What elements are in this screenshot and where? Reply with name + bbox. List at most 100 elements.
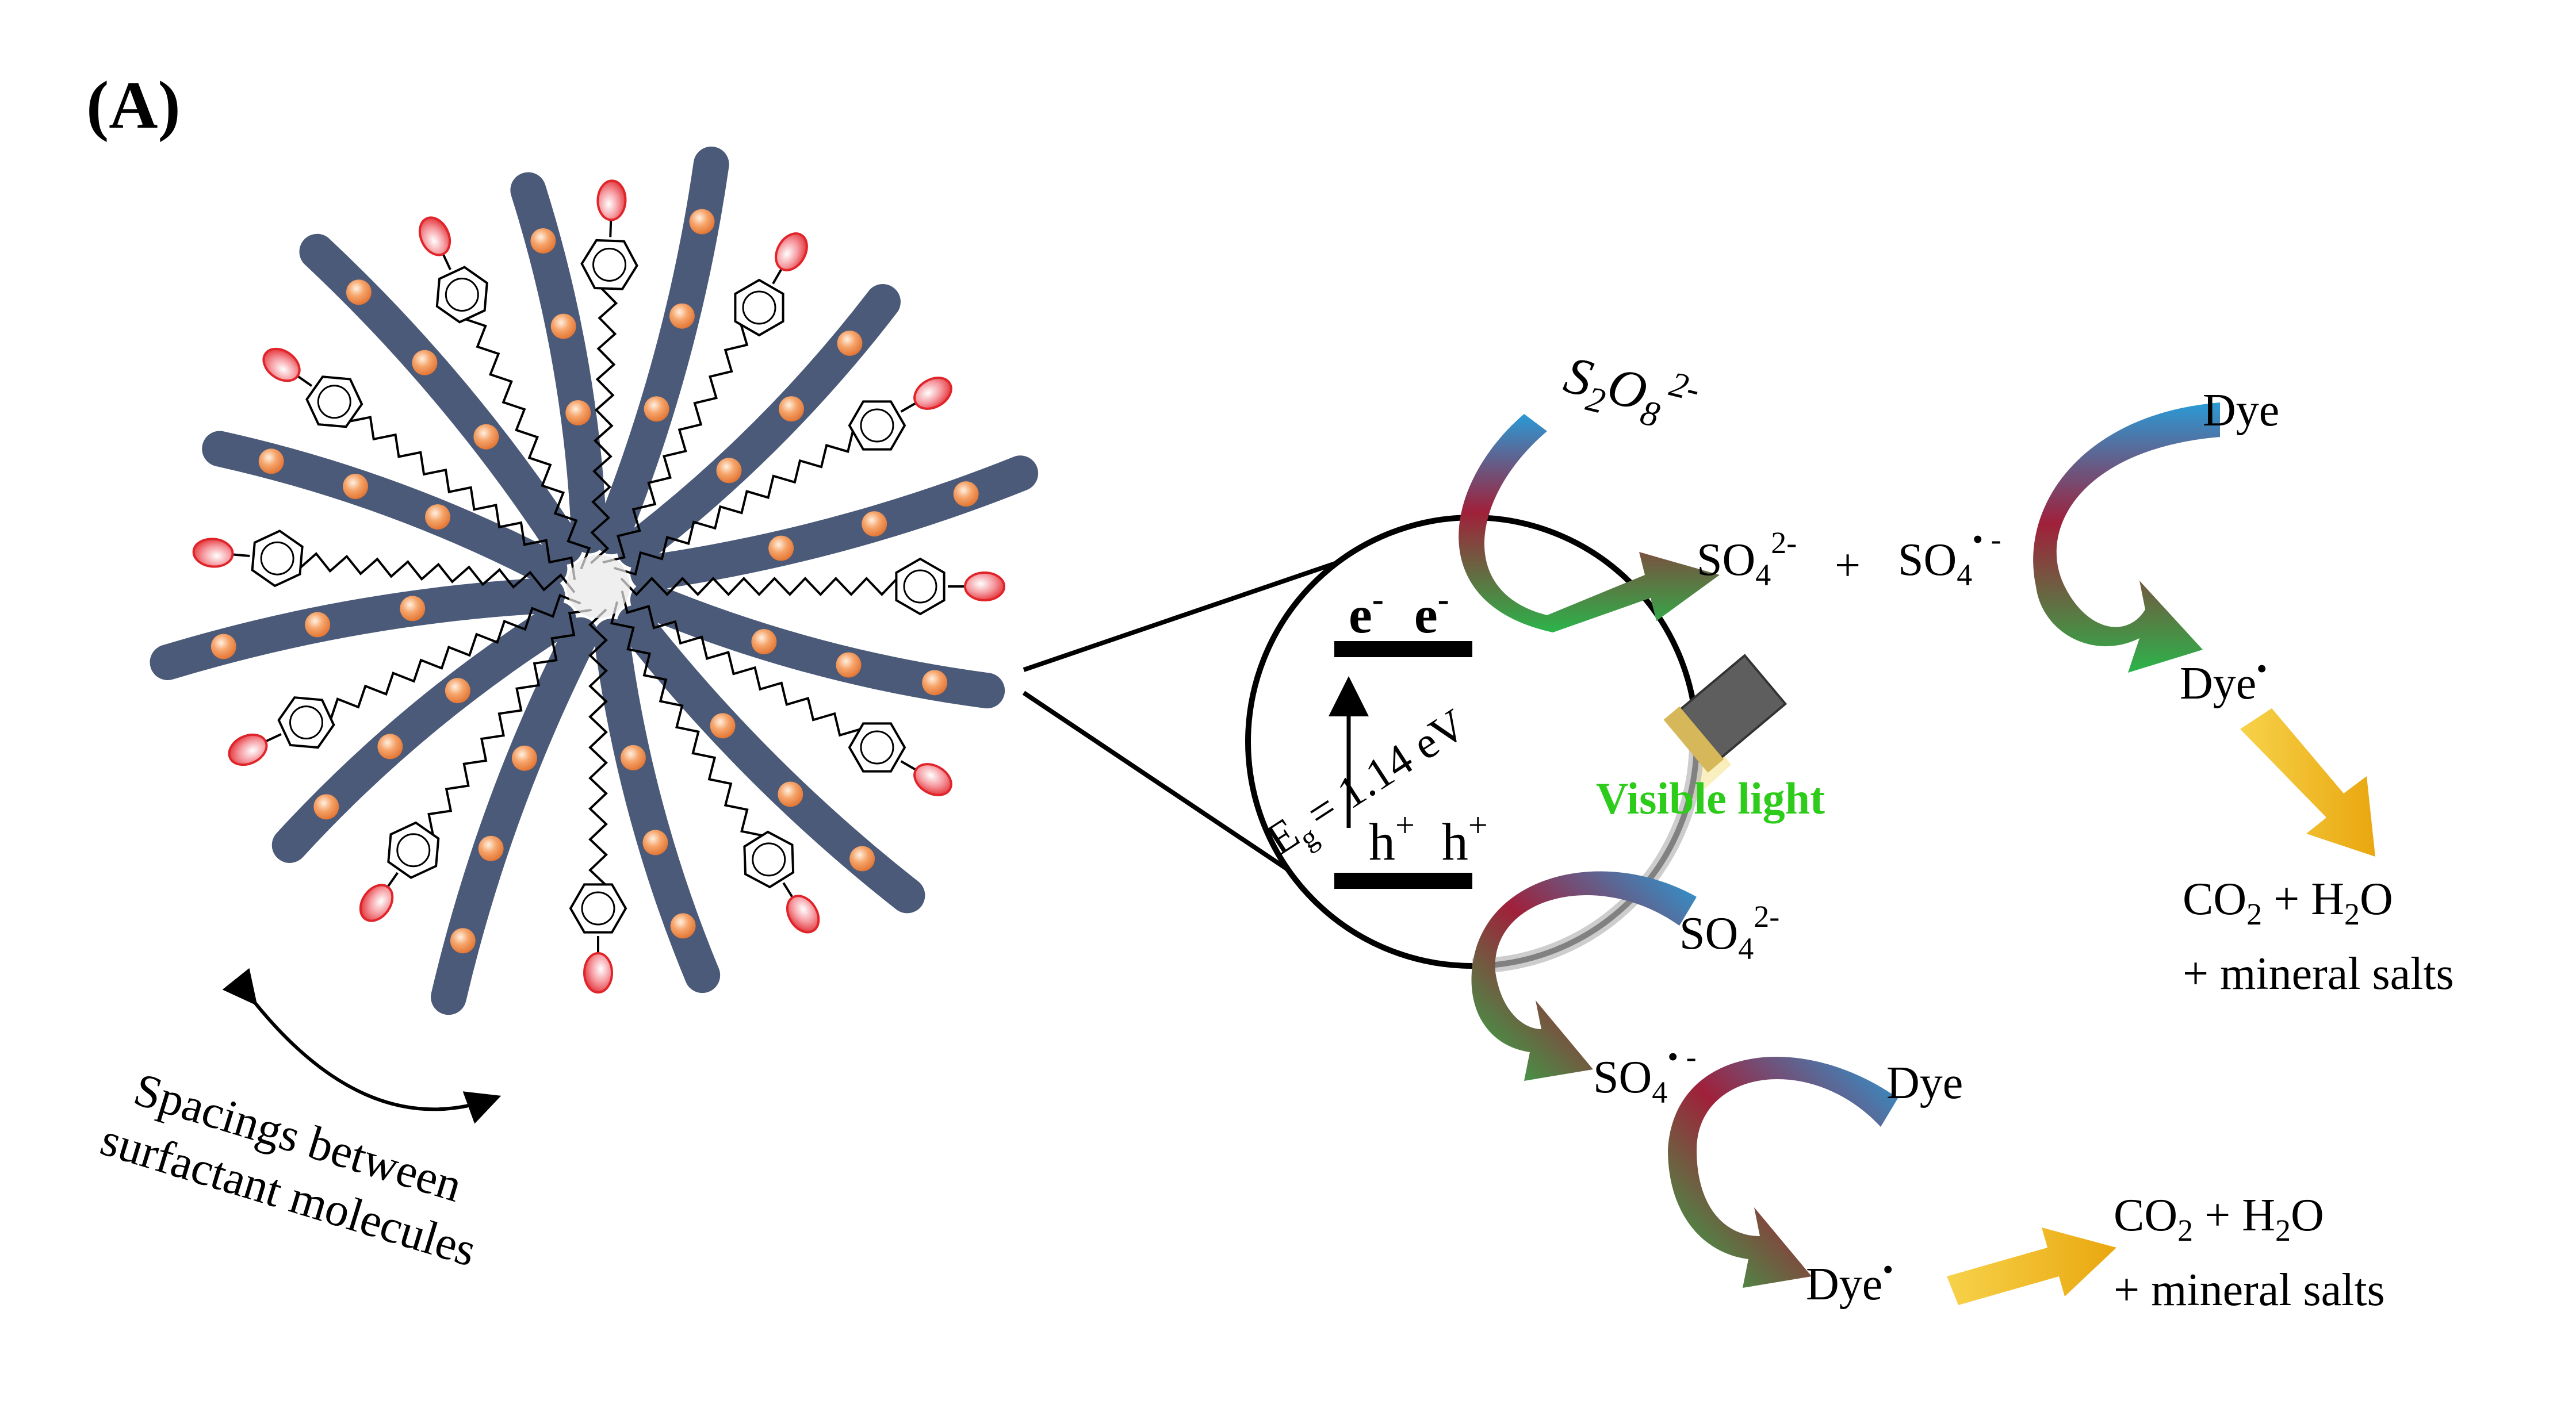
nanoparticle-bead xyxy=(346,279,372,305)
nanoparticle-bead xyxy=(953,481,979,507)
visible-light-label: Visible light xyxy=(1596,773,1825,823)
dye-label-top: Dye xyxy=(2203,385,2279,436)
dye-curl-arrow-top xyxy=(2033,402,2220,673)
head-stem xyxy=(900,760,918,772)
nanoparticle-bead xyxy=(778,781,803,807)
alkyl-chain xyxy=(348,416,576,580)
head-group xyxy=(913,763,952,796)
alkyl-chain xyxy=(602,323,749,564)
head-group xyxy=(262,347,301,382)
head-stem xyxy=(609,218,613,237)
head-stem xyxy=(231,553,250,558)
head-group xyxy=(359,884,394,922)
benzene-ring xyxy=(734,278,784,337)
products-top-line1: CO2 + H2O xyxy=(2183,874,2393,931)
nanoparticle-bead xyxy=(670,913,696,939)
head-stem xyxy=(782,882,794,899)
nanoparticle-bead xyxy=(305,612,331,638)
products-top-line2: + mineral salts xyxy=(2183,949,2454,999)
dye-radical-label-top: Dye• xyxy=(2180,651,2267,709)
conduction-band-bar xyxy=(1334,641,1472,657)
nanoparticle-bead xyxy=(565,400,591,425)
head-group xyxy=(775,232,808,271)
benzene-ring-inner xyxy=(860,408,894,443)
sulfate-ion-label-top: SO42- xyxy=(1697,525,1797,592)
alkyl-chain xyxy=(329,593,581,721)
nanoparticle-bead xyxy=(530,228,556,254)
nanoparticle-bead xyxy=(412,350,438,375)
head-group xyxy=(583,952,613,993)
head-group xyxy=(228,733,268,766)
electron-label: e- e- xyxy=(1349,563,1449,644)
alkyl-chain xyxy=(298,552,576,593)
benzene-ring-inner xyxy=(260,541,294,576)
nanoparticle-bead xyxy=(689,209,715,235)
benzene-ring-inner xyxy=(289,705,323,740)
benzene-ring xyxy=(435,266,488,324)
head-group xyxy=(418,216,451,256)
benzene-ring-inner xyxy=(445,277,479,312)
nanoparticle-bead xyxy=(400,596,426,622)
hole-label: h+ h+ xyxy=(1369,789,1488,871)
benzene-ring xyxy=(848,722,906,773)
micelle xyxy=(150,146,1039,1015)
nanoparticle-bead xyxy=(716,458,742,484)
flashlight-icon xyxy=(1663,654,1787,773)
zoom-line-top xyxy=(1023,550,1370,672)
benzene-ring-inner xyxy=(592,247,627,282)
head-stem xyxy=(264,733,282,743)
benzene-ring xyxy=(743,830,795,889)
nanoparticle-bead xyxy=(343,473,369,499)
nanoparticle-bead xyxy=(922,670,948,696)
alkyl-chain xyxy=(464,317,591,570)
sulfate-ion-label-bottom: SO42- xyxy=(1679,899,1779,966)
benzene-ring xyxy=(580,239,638,290)
nanoparticle-bead xyxy=(836,652,862,678)
micelle-core xyxy=(567,555,630,618)
alkyl-chain xyxy=(620,577,898,596)
head-group xyxy=(786,895,820,934)
nanoparticle-bead xyxy=(710,713,736,739)
nanoparticle-bead xyxy=(669,303,695,329)
products-bottom-line1: CO2 + H2O xyxy=(2114,1190,2324,1248)
nanoparticle-bead xyxy=(644,396,669,422)
dye-radical-label-bottom: Dye• xyxy=(1806,1252,1893,1310)
valence-band-bar xyxy=(1334,873,1472,889)
nanoparticle-bead xyxy=(837,330,863,356)
alkyl-chain xyxy=(610,601,764,837)
persulfate-label: S2O82- xyxy=(1556,339,1704,443)
benzene-ring-inner xyxy=(860,730,894,765)
head-group xyxy=(913,377,952,410)
yellow-arrow-bottom xyxy=(1947,1227,2116,1305)
head-stem xyxy=(296,374,313,387)
alkyl-chain xyxy=(614,429,855,576)
nanoparticle-bead xyxy=(862,511,887,537)
dye-label-bottom: Dye xyxy=(1886,1058,1963,1108)
nanoparticle-bead xyxy=(511,745,537,771)
nanoparticle-bead xyxy=(751,629,777,655)
nanoparticle-bead xyxy=(450,928,476,954)
nanoparticle-bead xyxy=(779,396,805,422)
head-group xyxy=(964,571,1005,601)
sulfate-radical-label-bottom: SO4• - xyxy=(1593,1039,1697,1110)
head-group xyxy=(192,538,234,568)
benzene-ring xyxy=(305,375,363,428)
nanoparticle-bead xyxy=(258,448,284,474)
head-group xyxy=(596,179,627,221)
benzene-ring-inner xyxy=(903,569,937,604)
alkyl-chain xyxy=(427,608,592,837)
benzene-ring-inner xyxy=(396,833,431,868)
nanoparticle-bead xyxy=(377,734,403,759)
benzene-ring-inner xyxy=(742,290,776,325)
sulfate-curl-arrow xyxy=(1471,871,1697,1081)
benzene-ring-inner xyxy=(752,842,786,877)
benzene-ring xyxy=(848,400,906,451)
benzene-ring xyxy=(277,696,335,749)
nanoparticle-bead xyxy=(425,504,451,530)
nanoparticle-bead xyxy=(473,424,499,450)
alkyl-chain xyxy=(588,608,608,887)
nanoparticle-bead xyxy=(550,313,576,339)
nanoparticle-bead xyxy=(620,745,646,770)
benzene-ring xyxy=(895,557,946,616)
